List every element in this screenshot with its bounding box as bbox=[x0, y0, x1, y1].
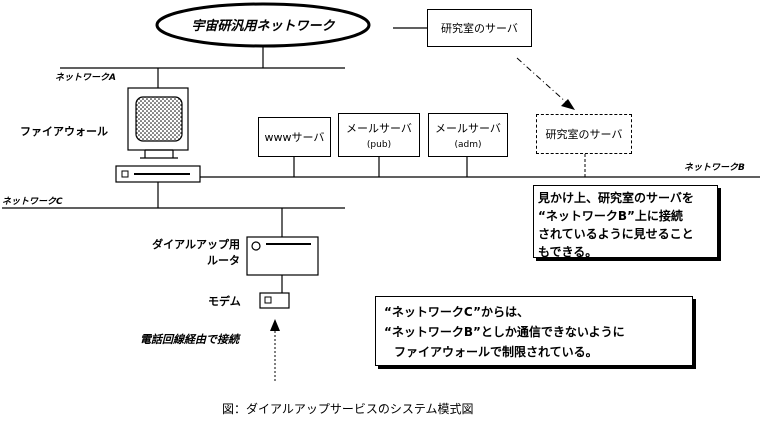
router-label-line2: ルータ bbox=[207, 254, 240, 267]
note-bottom-line: ファイアウォールで制限されている。 bbox=[394, 345, 598, 359]
mail-server-pub: メールサーバ (pub) bbox=[338, 113, 420, 157]
note-right: 見かけ上、研究室のサーバを “ネットワークB”上に接続 されているように見せるこ… bbox=[533, 185, 718, 259]
router-label-line1: ダイアルアップ用 bbox=[152, 238, 240, 251]
note-bottom-line: “ネットワークC”からは、 bbox=[384, 305, 530, 319]
mail-server-pub-tag: (pub) bbox=[366, 140, 392, 150]
www-server: wwwサーバ bbox=[258, 117, 331, 157]
lab-server-virtual-label: 研究室のサーバ bbox=[545, 128, 623, 141]
mail-server-adm-name: メールサーバ bbox=[435, 122, 501, 135]
network-b-label: ネットワークB bbox=[684, 163, 745, 173]
mail-server-adm-tag: (adm) bbox=[454, 140, 482, 150]
modem-box bbox=[259, 292, 290, 309]
dashed-arrow bbox=[516, 57, 568, 104]
note-bottom: “ネットワークC”からは、 “ネットワークB”としか通信できないように ファイア… bbox=[375, 296, 693, 366]
note-right-line: “ネットワークB”上に接続 bbox=[538, 209, 683, 223]
note-right-line: されているように見せること bbox=[538, 227, 694, 241]
firewall-label: ファイアウォール bbox=[20, 125, 108, 138]
note-right-line: もできる。 bbox=[538, 245, 598, 259]
lab-server-top-label: 研究室のサーバ bbox=[441, 22, 518, 35]
lab-server-virtual: 研究室のサーバ bbox=[536, 114, 632, 154]
network-c-label: ネットワークC bbox=[2, 197, 63, 207]
modem-label: モデム bbox=[208, 295, 241, 308]
note-right-line: 見かけ上、研究室のサーバを bbox=[538, 191, 694, 205]
mail-server-adm: メールサーバ (adm) bbox=[428, 113, 508, 157]
router-label: ダイアルアップ用 ルータ bbox=[148, 237, 240, 269]
mail-server-pub-name: メールサーバ bbox=[346, 122, 412, 135]
phone-connection-label: 電話回線経由で接続 bbox=[140, 333, 239, 346]
note-bottom-line: “ネットワークB”としか通信できないように bbox=[384, 325, 625, 339]
lab-server-top: 研究室のサーバ bbox=[427, 9, 532, 47]
network-a-label: ネットワークA bbox=[55, 73, 116, 83]
cloud-label: 宇宙研汎用ネットワーク bbox=[191, 19, 335, 34]
figure-caption: 図：ダイアルアップサービスのシステム模式図 bbox=[222, 402, 474, 416]
www-server-label: wwwサーバ bbox=[264, 131, 325, 144]
